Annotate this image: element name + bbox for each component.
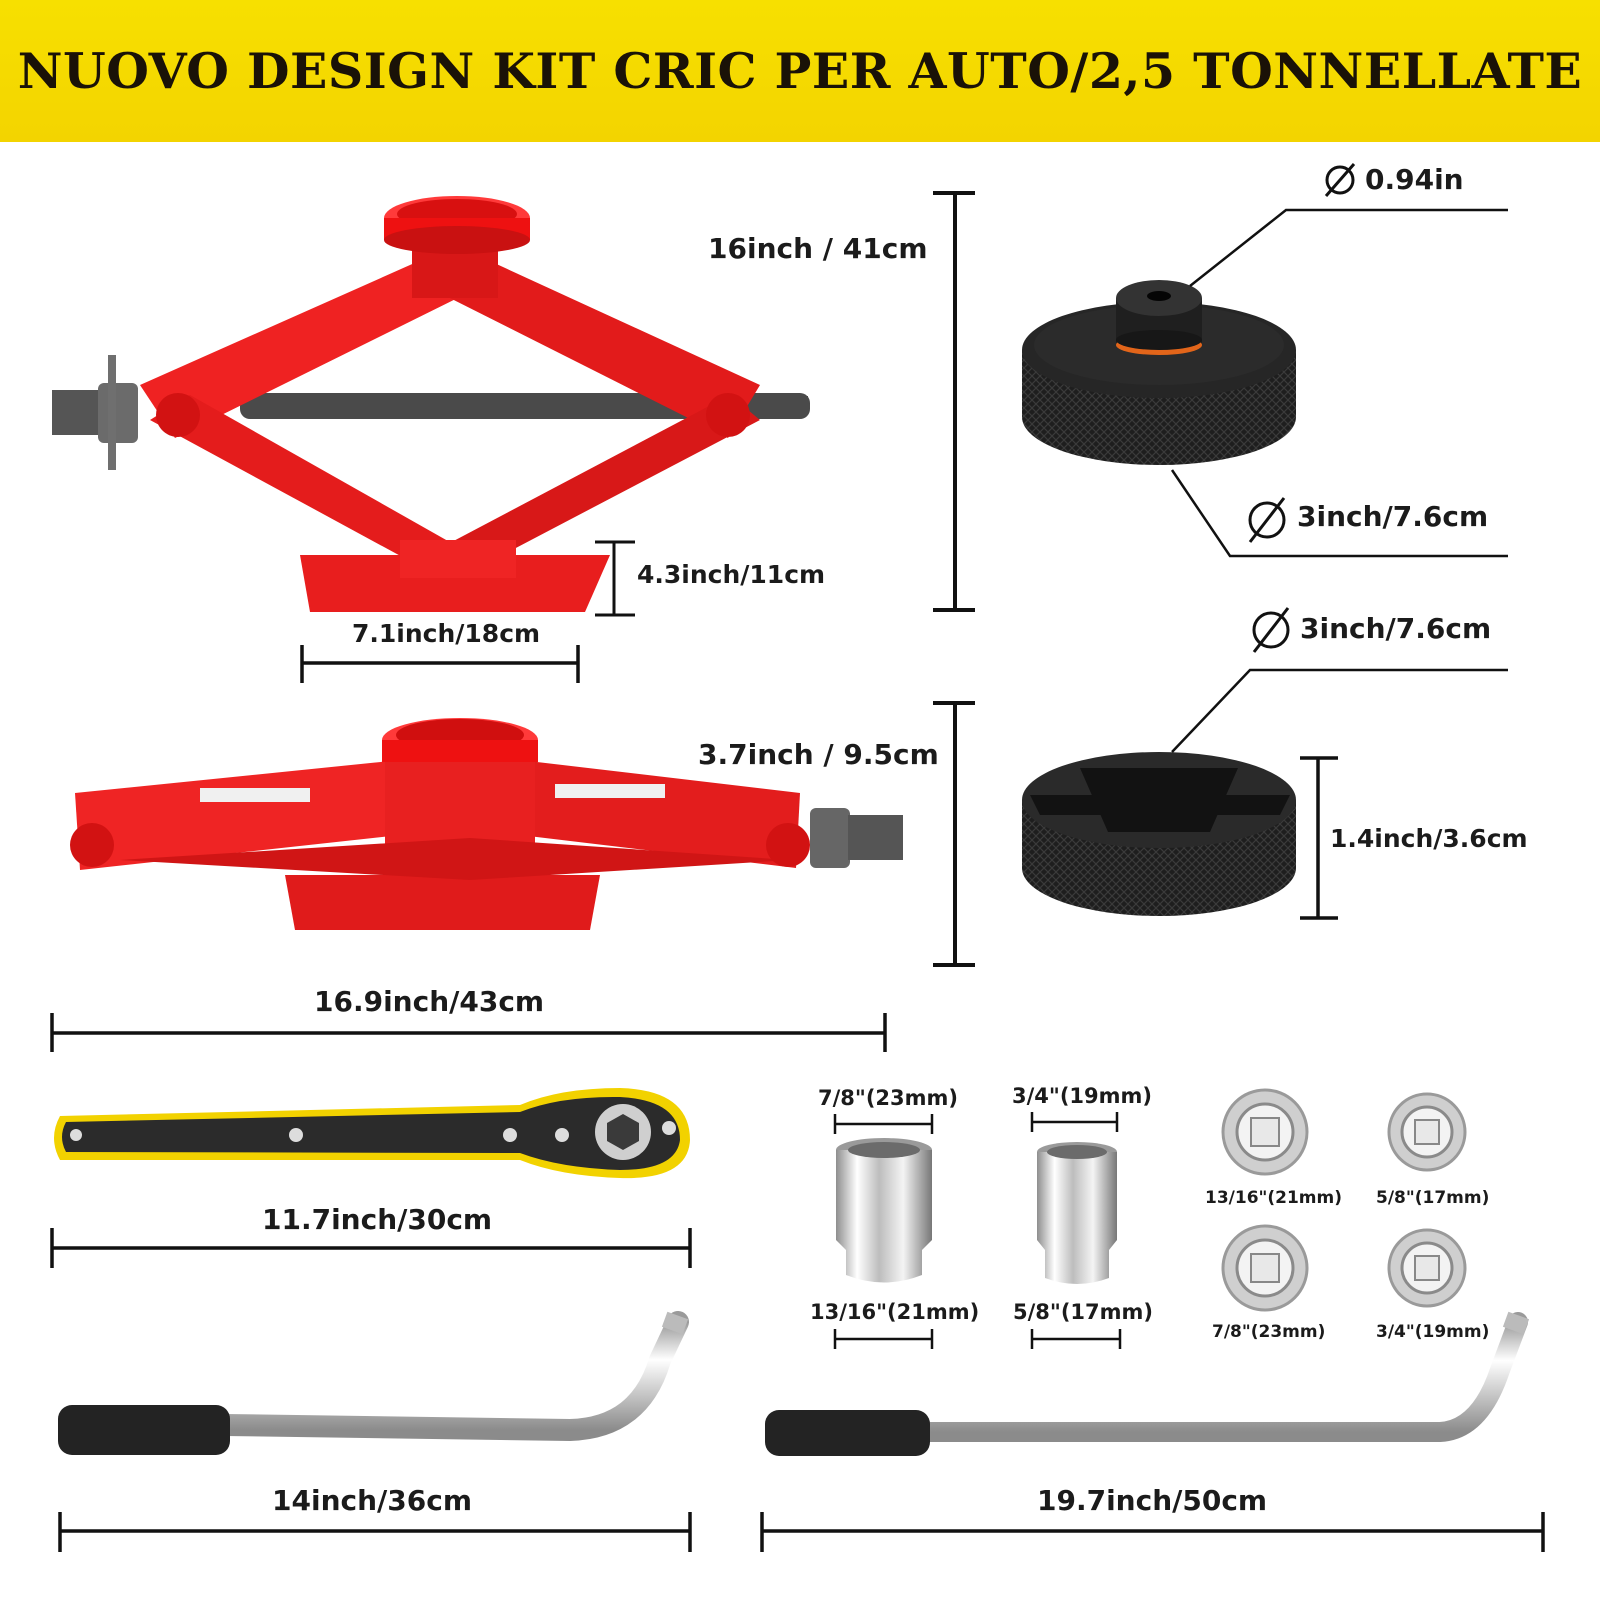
- pad-slotted-height-label: 1.4inch/3.6cm: [1330, 824, 1528, 853]
- lug-wrench-short: [58, 1311, 689, 1455]
- socket-end-2-label: 5/8"(17mm): [1376, 1188, 1490, 1208]
- jack-length-label: 16.9inch/43cm: [314, 985, 545, 1018]
- scissor-jack-raised: [52, 196, 810, 612]
- sockets-long: [836, 1138, 1117, 1284]
- dimension-lines: [50, 163, 1545, 1552]
- jack-folded-height-label: 3.7inch / 9.5cm: [698, 738, 939, 771]
- lug-wrench-long-length-label: 19.7inch/50cm: [1037, 1484, 1268, 1517]
- socket-long-1-top-label: 7/8"(23mm): [818, 1086, 959, 1110]
- ratchet-wrench: [54, 1088, 690, 1179]
- rubber-pad-round: [1022, 280, 1296, 465]
- pad-slotted-diameter-label: 3inch/7.6cm: [1300, 612, 1492, 645]
- pad-hole-diameter-label: 0.94in: [1365, 163, 1464, 196]
- socket-long-1-bottom-label: 13/16"(21mm): [810, 1300, 980, 1324]
- jack-base-width-label: 7.1inch/18cm: [352, 619, 541, 648]
- sockets-end-view: [1221, 1088, 1467, 1312]
- socket-long-2-bottom-label: 5/8"(17mm): [1013, 1300, 1154, 1324]
- rubber-pad-slotted: [1022, 752, 1296, 916]
- scissor-jack-folded: [70, 718, 903, 930]
- socket-end-3-label: 7/8"(23mm): [1212, 1322, 1326, 1342]
- ratchet-length-label: 11.7inch/30cm: [262, 1203, 493, 1236]
- title-banner: NUOVO DESIGN KIT CRIC PER AUTO/2,5 TONNE…: [0, 0, 1600, 142]
- socket-end-4-label: 3/4"(19mm): [1376, 1322, 1490, 1342]
- pad-round-diameter-label: 3inch/7.6cm: [1297, 500, 1489, 533]
- jack-base-height-label: 4.3inch/11cm: [637, 560, 826, 589]
- page-title: NUOVO DESIGN KIT CRIC PER AUTO/2,5 TONNE…: [17, 42, 1583, 100]
- lug-wrench-long: [765, 1311, 1530, 1456]
- lug-wrench-short-length-label: 14inch/36cm: [272, 1484, 472, 1517]
- socket-end-1-label: 13/16"(21mm): [1205, 1188, 1343, 1208]
- jack-max-height-label: 16inch / 41cm: [708, 232, 928, 265]
- socket-long-2-top-label: 3/4"(19mm): [1012, 1084, 1153, 1108]
